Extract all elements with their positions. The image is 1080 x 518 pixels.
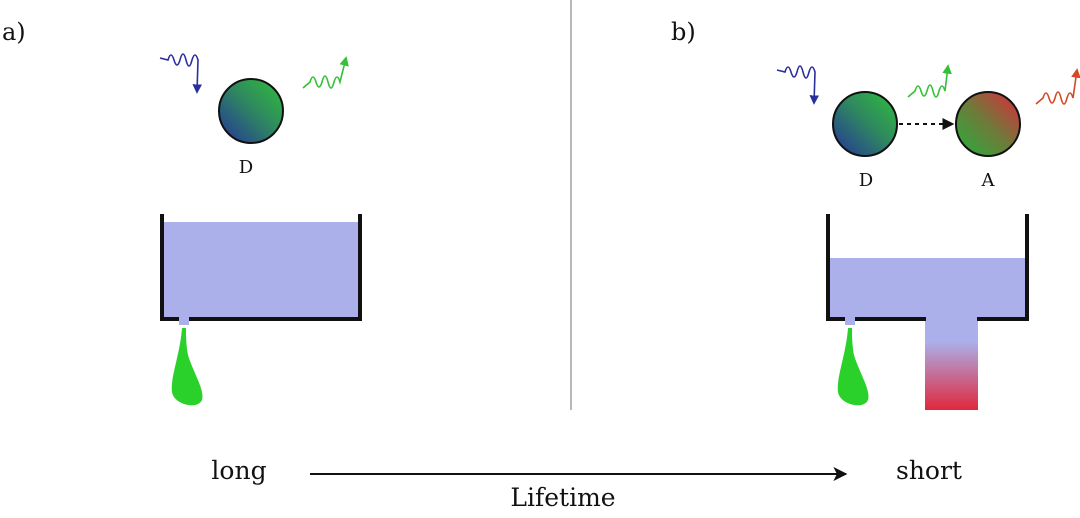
lifetime-short-label: short [896,456,962,485]
emission-wave-icon [907,64,952,98]
leak-outlet [179,317,189,325]
lifetime-caption: Lifetime [510,483,615,512]
panel-a-label: a) [2,18,26,46]
green-drop-icon [837,328,869,406]
tank-fluid [828,258,1026,319]
acceptor-label: A [981,170,996,191]
excitation-wave-icon [159,53,203,94]
leak-outlet [845,317,855,325]
lifetime-long-label: long [211,456,266,485]
excitation-wave-icon [776,65,820,105]
tank-walls [160,214,362,321]
donor-label: D [859,170,873,191]
acceptor-emission-wave-icon [1035,68,1080,105]
acceptor-molecule-icon [955,91,1021,157]
donor-molecule-icon [832,91,898,157]
panel-b-label: b) [671,18,696,46]
acceptor-drain [925,319,978,410]
tank-fluid [162,222,359,319]
donor-label: D [239,157,253,178]
green-drop-icon [171,328,203,406]
tank-walls [826,214,1029,321]
emission-wave-icon [302,56,349,89]
donor-molecule-icon [218,78,284,144]
